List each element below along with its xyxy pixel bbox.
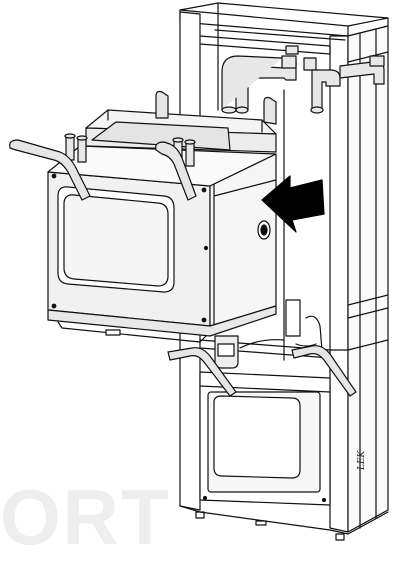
cabinet-frame bbox=[179, 2, 389, 541]
stamp-text: LEK bbox=[357, 450, 367, 470]
pipe-connections bbox=[221, 45, 385, 114]
compressor-module bbox=[9, 90, 277, 343]
technical-drawing bbox=[9, 2, 389, 541]
lower-handles bbox=[167, 345, 357, 397]
insertion-arrow bbox=[261, 175, 325, 233]
illustration: ORT bbox=[0, 2, 389, 556]
